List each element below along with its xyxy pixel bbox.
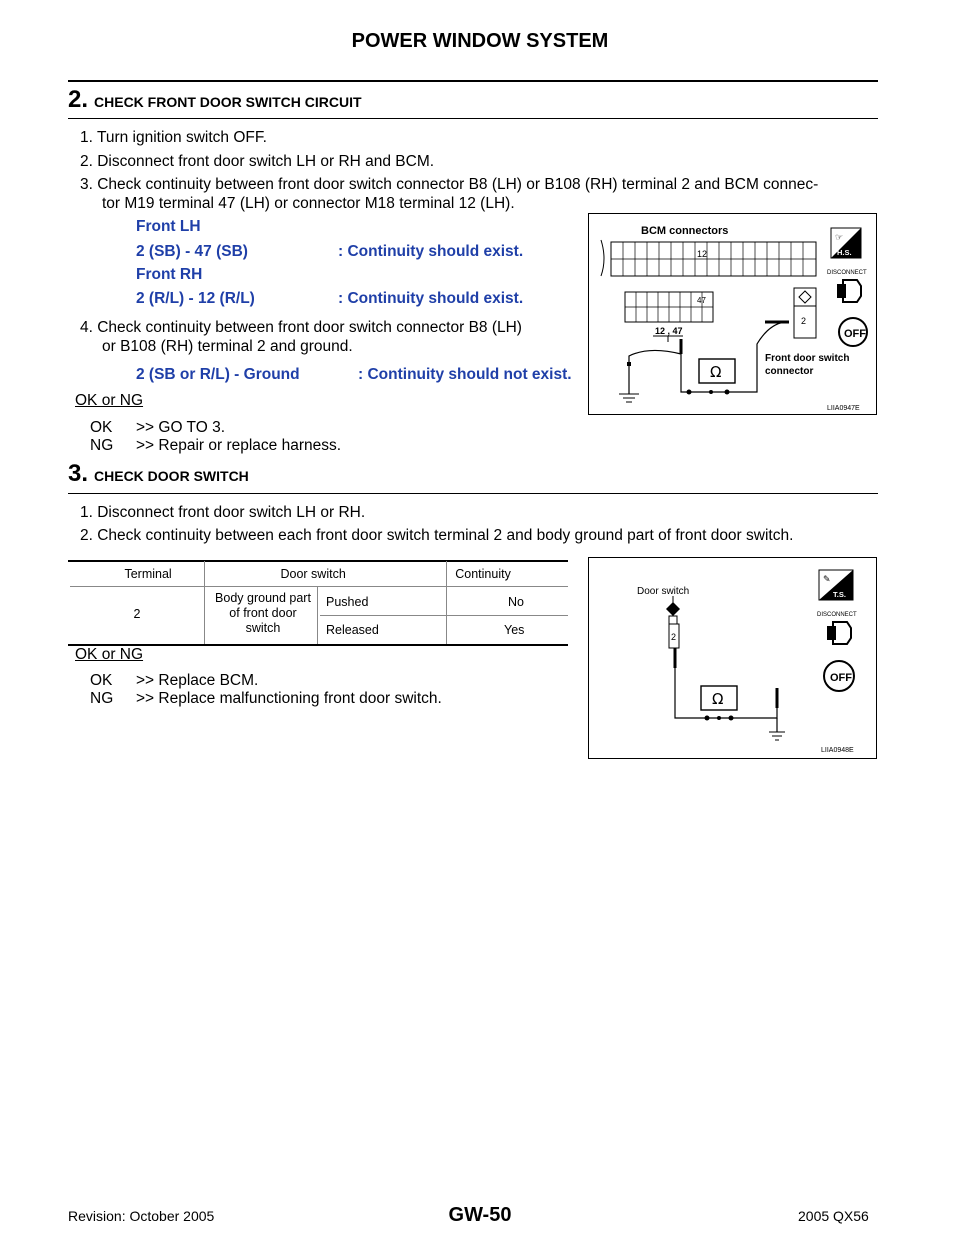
- switch-plunger-icon: [666, 602, 680, 616]
- body-ground-line2: of front door: [229, 606, 297, 620]
- ts-badge-text: T.S.: [833, 590, 846, 599]
- step3-ng-result: NG >> Replace malfunctioning front door s…: [90, 689, 442, 709]
- step2-rule: [68, 118, 878, 119]
- footer-page-number: GW-50: [448, 1204, 512, 1226]
- figure-id: LIIA0947E: [827, 405, 860, 412]
- front-door-switch-label-2: connector: [765, 366, 813, 377]
- door-switch-label: Door switch: [637, 586, 689, 597]
- disconnect-label: DISCONNECT: [817, 612, 857, 618]
- cell-body-ground: Body ground part of front door switch: [206, 591, 320, 636]
- step2-item2: 2. Disconnect front door switch LH or RH…: [80, 153, 435, 170]
- ok-value: >> Replace BCM.: [136, 672, 259, 689]
- cell-cont-no: No: [508, 595, 524, 609]
- body-ground-line1: Body ground part: [215, 591, 311, 605]
- step3-ok-result: OK >> Replace BCM.: [90, 671, 258, 691]
- pin-47-label: 47: [697, 296, 706, 305]
- step3-item2: 2. Check continuity between each front d…: [80, 527, 794, 544]
- table-row: Pushed No: [320, 587, 568, 616]
- ng-value: >> Replace malfunctioning front door swi…: [136, 690, 442, 707]
- footer-model: 2005 QX56: [798, 1208, 869, 1224]
- door-switch-diagram-svg: Door switch 2 Ω ✎ T.S. DISCONNECT OFF LI…: [637, 569, 857, 754]
- footer-revision: Revision: October 2005: [68, 1208, 215, 1224]
- col-header-terminal: Terminal: [124, 567, 172, 581]
- figure-id: LIIA0948E: [821, 747, 854, 754]
- ok-key: OK: [90, 419, 113, 436]
- figure-door-switch: Door switch 2 Ω ✎ T.S. DISCONNECT OFF LI…: [588, 557, 877, 759]
- table-row: Released Yes: [320, 616, 568, 644]
- step2-item3-line1: 3. Check continuity between front door s…: [80, 176, 819, 193]
- step2-ok-or-ng: OK or NG: [75, 392, 144, 409]
- disconnect-icon: [842, 279, 862, 303]
- step2-item3-line2: tor M19 terminal 47 (LH) or connector M1…: [102, 195, 515, 212]
- step2-item1: 1. Turn ignition switch OFF.: [80, 129, 267, 146]
- ohm-symbol: Ω: [712, 690, 723, 708]
- step3-title: CHECK DOOR SWITCH: [94, 468, 249, 484]
- ignition-off-icon: [823, 660, 855, 692]
- spec-rh-terminals: 2 (R/L) - 12 (R/L): [136, 290, 255, 307]
- step2-item4-line2: or B108 (RH) terminal 2 and ground.: [102, 338, 353, 355]
- hs-badge-text: H.S.: [837, 248, 852, 257]
- door-switch-table: Terminal Door switch Continuity 2 Body g…: [68, 560, 568, 646]
- cell-door-released: Released: [326, 623, 379, 637]
- step3-ok-or-ng: OK or NG: [75, 646, 144, 663]
- table-body: 2 Body ground part of front door switch …: [68, 561, 568, 644]
- spec-lh-terminals: 2 (SB) - 47 (SB): [136, 243, 248, 260]
- spec-front-rh: Front RH: [136, 266, 203, 283]
- body-ground-line3: switch: [245, 621, 281, 635]
- pin-2-label: 2: [671, 632, 676, 642]
- step2-heading: 2. CHECK FRONT DOOR SWITCH CIRCUIT: [68, 86, 362, 114]
- step3-item1: 1. Disconnect front door switch LH or RH…: [80, 504, 366, 521]
- front-door-switch-connector: [793, 287, 817, 339]
- ng-key: NG: [90, 437, 114, 454]
- step3-heading: 3. CHECK DOOR SWITCH: [68, 460, 249, 488]
- step2-number: 2.: [68, 86, 89, 113]
- col-header-door-switch: Door switch: [280, 567, 346, 581]
- step2-ng-result: NG >> Repair or replace harness.: [90, 436, 341, 456]
- ok-value: >> GO TO 3.: [136, 419, 226, 436]
- spec-ground-result: : Continuity should not exist.: [358, 366, 572, 383]
- spec-ground-terminals: 2 (SB or R/L) - Ground: [136, 366, 300, 383]
- col-header-continuity: Continuity: [455, 567, 511, 581]
- ok-key: OK: [90, 672, 113, 689]
- ignition-off-icon: [838, 317, 868, 347]
- ng-key: NG: [90, 690, 114, 707]
- step3-number: 3.: [68, 460, 89, 487]
- step2-ok-result: OK >> GO TO 3.: [90, 418, 225, 438]
- bcm-connector2-cells: [625, 292, 713, 322]
- spec-lh-result: : Continuity should exist.: [338, 243, 524, 260]
- header-rule: [68, 80, 878, 82]
- ohmmeter: [698, 358, 736, 384]
- cell-door-pushed: Pushed: [326, 595, 369, 609]
- pin-12-label: 12: [697, 249, 707, 259]
- step2-item4-line1: 4. Check continuity between front door s…: [80, 319, 522, 336]
- page-title: POWER WINDOW SYSTEM: [351, 30, 609, 52]
- pin-2-label: 2: [801, 316, 806, 326]
- figure-bcm-continuity: BCM connectors 12 47 12 , 47: [588, 213, 877, 415]
- ohmmeter: [700, 685, 738, 711]
- step3-rule: [68, 493, 878, 494]
- cell-cont-yes: Yes: [504, 623, 525, 637]
- hand-icon: ☞: [835, 233, 843, 243]
- bcm-connector-cells: [611, 242, 816, 276]
- front-door-switch-label-1: Front door switch: [765, 353, 849, 364]
- ng-value: >> Repair or replace harness.: [136, 437, 342, 454]
- bcm-connectors-label: BCM connectors: [641, 225, 728, 237]
- spec-front-lh: Front LH: [136, 218, 201, 235]
- spec-rh-result: : Continuity should exist.: [338, 290, 524, 307]
- tool-icon: ✎: [823, 575, 831, 585]
- off-label: OFF: [830, 672, 852, 684]
- probe-pins-label: 12 , 47: [655, 326, 683, 336]
- disconnect-icon: [832, 621, 852, 645]
- disconnect-label: DISCONNECT: [827, 270, 867, 276]
- off-label: OFF: [844, 328, 866, 340]
- cell-terminal: 2: [133, 607, 141, 621]
- wiring-diagram-svg: BCM connectors 12 47 12 , 47: [600, 225, 868, 412]
- step2-title: CHECK FRONT DOOR SWITCH CIRCUIT: [94, 94, 362, 110]
- ohm-symbol: Ω: [710, 363, 721, 381]
